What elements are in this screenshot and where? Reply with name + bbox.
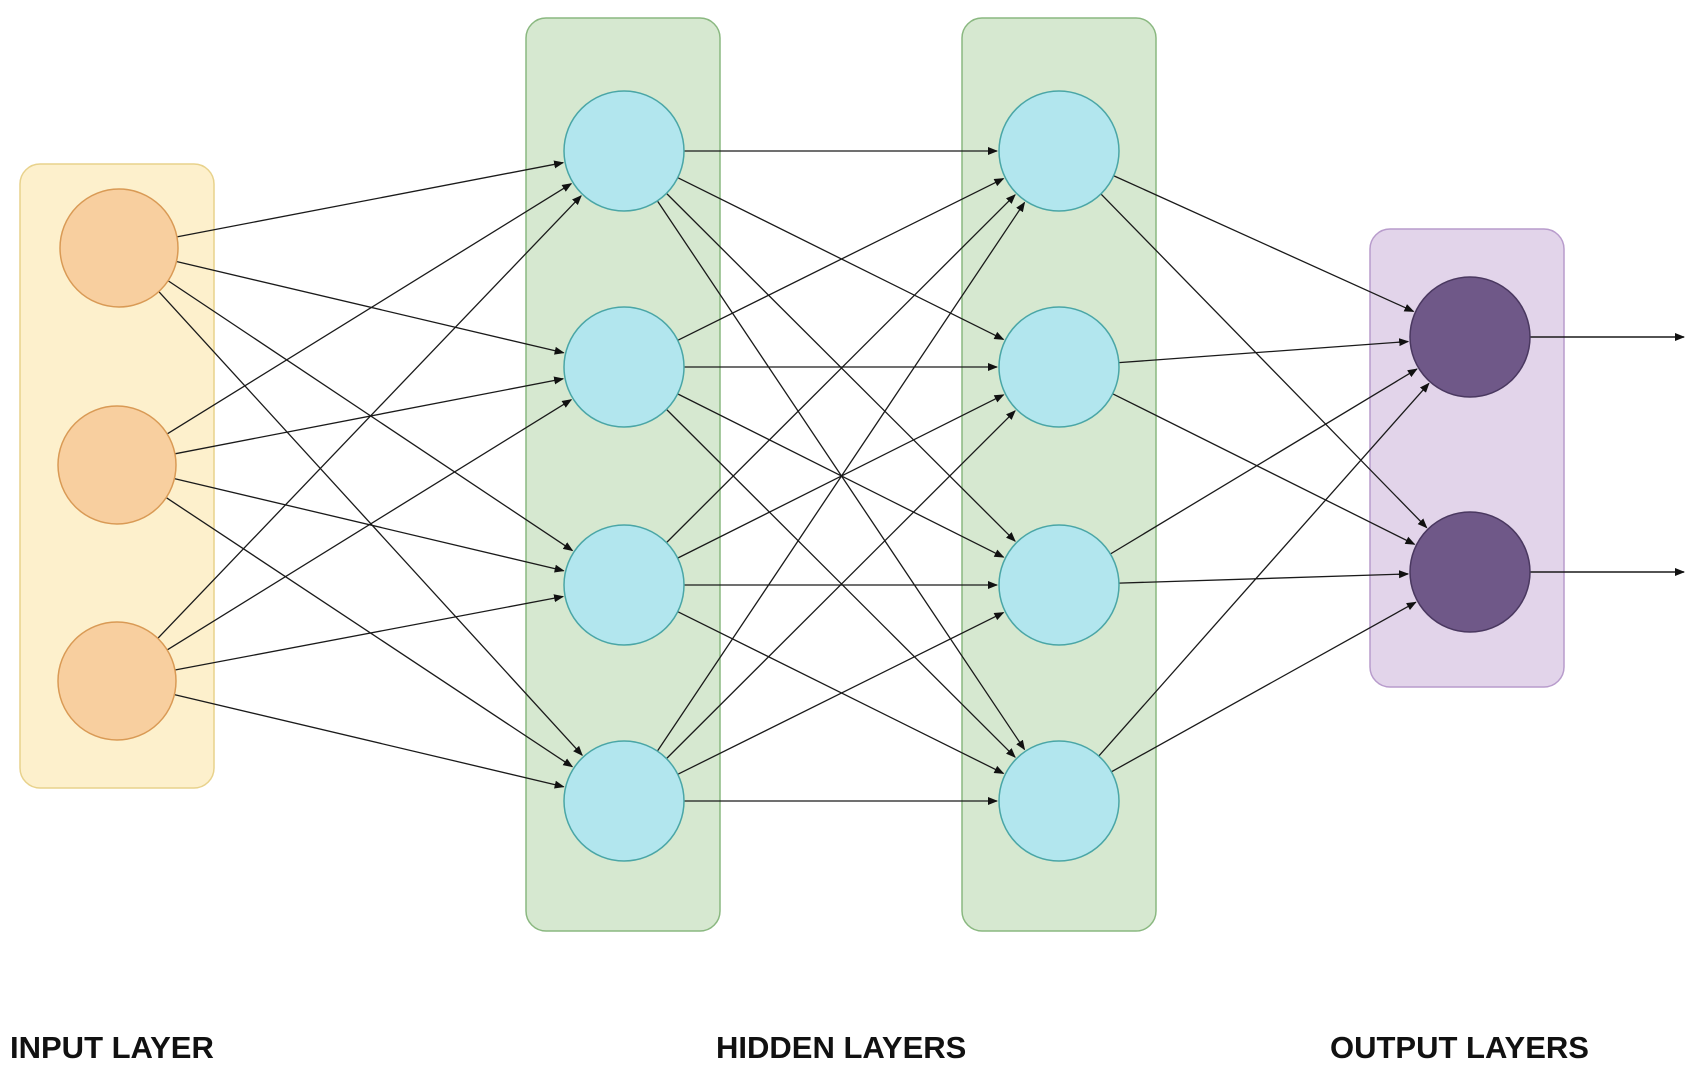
hidden-layer-2-panel: [961, 17, 1157, 932]
edge-input-neuron-3-to-hidden-1-neuron-3: [174, 594, 565, 671]
edge-hidden-2-neuron-4-to-output-neuron-1: [1098, 382, 1430, 757]
hidden-1-neuron-1: [563, 90, 685, 212]
hidden-layers-label: HIDDEN LAYERS: [716, 1030, 966, 1065]
edge-hidden-2-neuron-3-to-output-neuron-2: [1118, 570, 1410, 584]
hidden-2-neuron-4: [998, 740, 1120, 862]
edge-hidden-1-neuron-2-to-hidden-2-neuron-4: [666, 408, 1016, 758]
edge-hidden-2-neuron-2-to-output-neuron-2: [1112, 393, 1416, 545]
edge-hidden-1-neuron-4-to-hidden-2-neuron-3: [677, 611, 1005, 775]
hidden-2-neuron-3: [998, 524, 1120, 646]
edge-hidden-1-neuron-2-to-hidden-2-neuron-3: [677, 393, 1005, 558]
edge-input-neuron-3-to-hidden-1-neuron-2: [166, 399, 573, 651]
edge-input-neuron-2-to-hidden-1-neuron-2: [174, 376, 565, 455]
edge-hidden-1-neuron-2-to-hidden-2-neuron-1: [677, 177, 1005, 341]
edge-hidden-2-neuron-4-to-output-neuron-2: [1111, 601, 1417, 773]
connection-edges: [157, 147, 1685, 805]
output-neuron-1: [1409, 276, 1531, 398]
hidden-layer-1-panel: [525, 17, 721, 932]
hidden-2-neuron-2: [998, 306, 1120, 428]
hidden-1-neuron-4: [563, 740, 685, 862]
edge-input-neuron-1-to-hidden-1-neuron-2: [176, 260, 565, 355]
output-layers-label: OUTPUT LAYERS: [1330, 1030, 1589, 1065]
edge-input-neuron-3-to-hidden-1-neuron-1: [157, 195, 582, 639]
hidden-1-neuron-3: [563, 524, 685, 646]
edge-input-neuron-2-to-hidden-1-neuron-4: [165, 497, 574, 768]
edge-hidden-1-neuron-1-to-hidden-2-neuron-2: [677, 177, 1005, 341]
input-neuron-2: [57, 405, 177, 525]
edge-hidden-1-neuron-4-to-hidden-2-neuron-2: [666, 410, 1016, 760]
input-neuron-3: [57, 621, 177, 741]
input-layer-label: INPUT LAYER: [10, 1030, 214, 1065]
edge-hidden-1-neuron-4-to-hidden-2-neuron-1: [656, 201, 1026, 752]
edge-input-neuron-1-to-hidden-1-neuron-1: [176, 160, 565, 238]
output-neuron-2: [1409, 511, 1531, 633]
hidden-1-neuron-2: [563, 306, 685, 428]
edge-input-neuron-3-to-hidden-1-neuron-4: [174, 693, 565, 789]
edge-hidden-2-neuron-1-to-output-neuron-2: [1100, 193, 1428, 529]
input-neuron-1: [59, 188, 179, 308]
edge-hidden-2-neuron-2-to-output-neuron-1: [1118, 338, 1410, 364]
edge-input-neuron-2-to-hidden-1-neuron-1: [166, 183, 573, 435]
edge-hidden-1-neuron-3-to-hidden-2-neuron-4: [677, 611, 1005, 775]
edge-hidden-2-neuron-3-to-output-neuron-1: [1110, 368, 1418, 555]
neurons: [57, 90, 1531, 862]
hidden-2-neuron-1: [998, 90, 1120, 212]
edge-hidden-2-neuron-1-to-output-neuron-1: [1113, 175, 1415, 313]
edge-hidden-1-neuron-3-to-hidden-2-neuron-1: [666, 194, 1016, 544]
